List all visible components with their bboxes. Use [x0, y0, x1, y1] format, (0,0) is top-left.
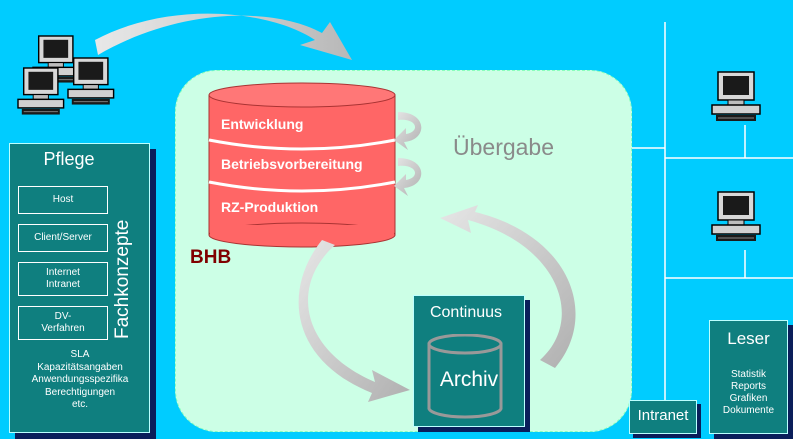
leser-item: Statistik — [730, 369, 766, 380]
cycle-arrow-up — [440, 205, 576, 368]
pflege-detail: Berechtigungen — [44, 386, 116, 398]
pflege-item-label: Verfahren — [41, 323, 85, 334]
pflege-item-internet-intranet: Internet Intranet — [18, 262, 108, 296]
top-curved-arrow — [95, 13, 352, 60]
pflege-title: Pflege — [43, 149, 95, 169]
pflege-detail: Kapazitätsangaben — [37, 361, 123, 373]
stage-betriebsvorbereitung: Betriebsvorbereitung — [221, 156, 363, 172]
pflege-item-client-server: Client/Server — [18, 224, 108, 252]
continuus-title: Continuus — [429, 304, 503, 321]
leser-items: Statistik Reports Grafiken Dokumente — [710, 369, 787, 417]
intranet-panel: Intranet — [629, 400, 697, 434]
pflege-item-label: Internet — [46, 267, 80, 278]
leser-panel: Leser Statistik Reports Grafiken Dokumen… — [709, 320, 788, 434]
leser-item: Grafiken — [729, 393, 768, 404]
handover-arrow-icon — [394, 158, 422, 196]
bhb-label: BHB — [190, 247, 232, 268]
continuus-panel: Continuus Archiv — [413, 295, 525, 427]
pflege-panel: Pflege Fachkonzepte Host Client/Server I… — [9, 143, 150, 433]
pflege-item-label: Client/Server — [34, 232, 92, 243]
stage-rz-produktion: RZ-Produktion — [221, 199, 319, 215]
handover-label: Übergabe — [453, 134, 555, 160]
pflege-detail: SLA — [70, 349, 90, 360]
pflege-detail: etc. — [71, 399, 89, 410]
bhb-cylinder — [208, 82, 396, 248]
leser-title: Leser — [727, 329, 770, 348]
pflege-details: SLA Kapazitätsangaben Anwendungsspezifik… — [10, 349, 150, 412]
pflege-item-label: Host — [52, 194, 74, 205]
pflege-item-host: Host — [18, 186, 108, 214]
pflege-detail: Anwendungsspezifika — [31, 374, 129, 385]
pflege-item-label: Intranet — [46, 279, 80, 290]
cycle-arrow-down — [298, 240, 410, 402]
handover-arrow-icon — [394, 112, 422, 150]
archive-cylinder-icon — [427, 334, 503, 419]
archive-label: Archiv — [439, 368, 499, 391]
leser-item: Dokumente — [722, 405, 775, 416]
stage-entwicklung: Entwicklung — [221, 116, 304, 132]
leser-item: Reports — [730, 381, 766, 392]
pflege-item-label: DV- — [54, 311, 72, 322]
intranet-label: Intranet — [637, 407, 689, 424]
pflege-item-dv-verfahren: DV- Verfahren — [18, 306, 108, 340]
